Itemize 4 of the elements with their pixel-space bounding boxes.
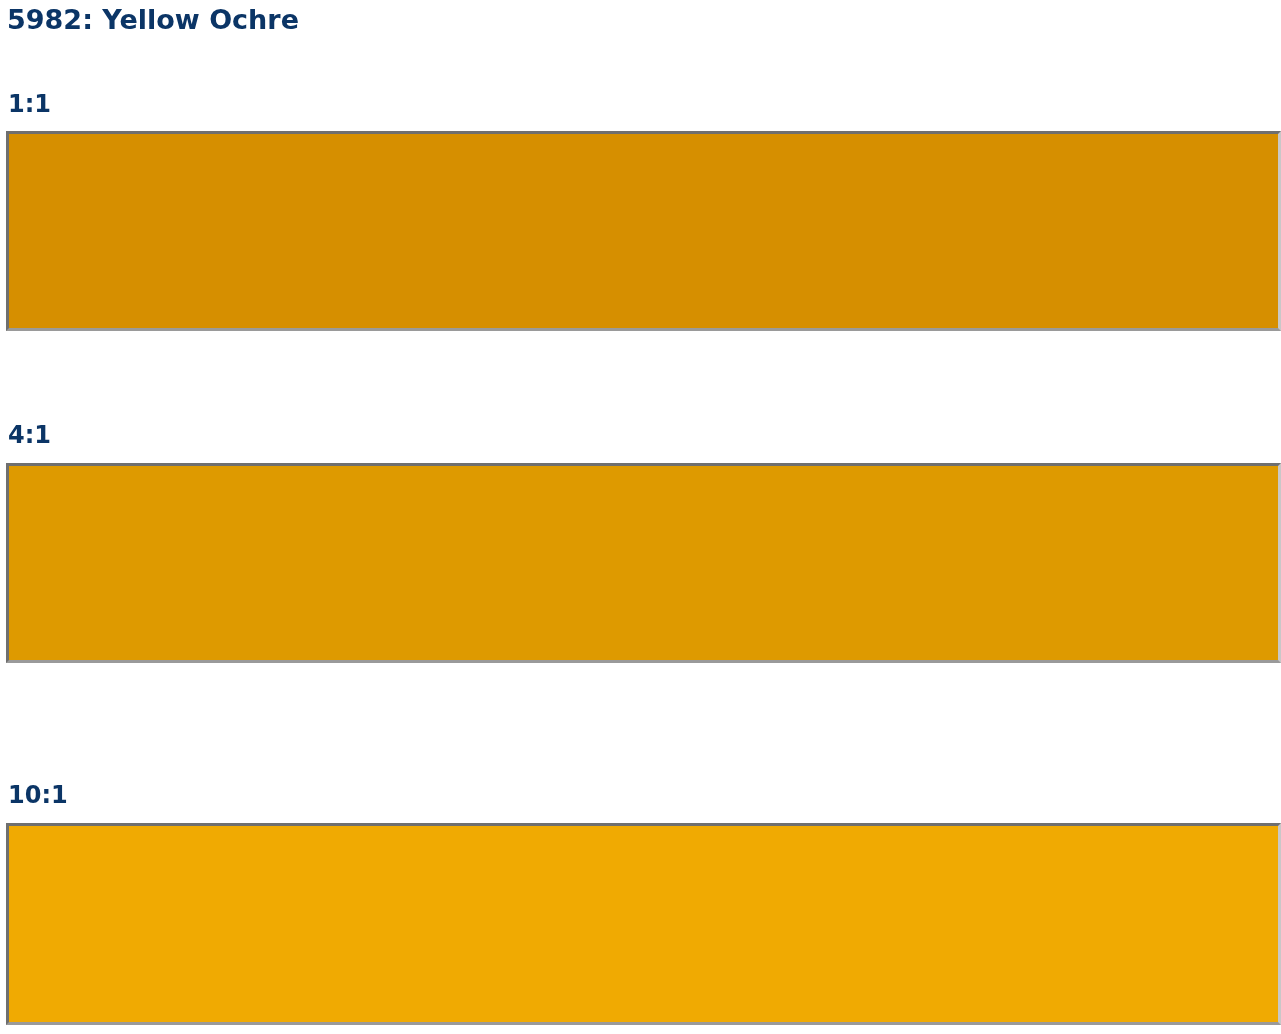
ratio-label: 10:1: [8, 781, 68, 809]
ratio-label: 1:1: [8, 90, 51, 118]
title: 5982: Yellow Ochre: [7, 4, 299, 35]
ratio-label: 4:1: [8, 421, 51, 449]
